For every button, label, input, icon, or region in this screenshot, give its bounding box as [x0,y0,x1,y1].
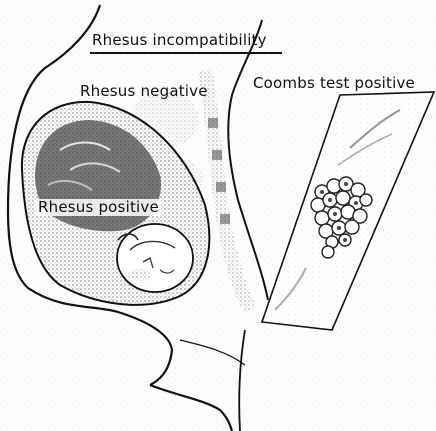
rhesus-negative-label: Rhesus negative [80,84,208,99]
coombs-test-label: Coombs test positive [253,76,415,91]
title-underline [90,52,282,54]
diagram-title: Rhesus incompatibility [92,33,267,48]
rhesus-positive-label: Rhesus positive [36,199,161,216]
